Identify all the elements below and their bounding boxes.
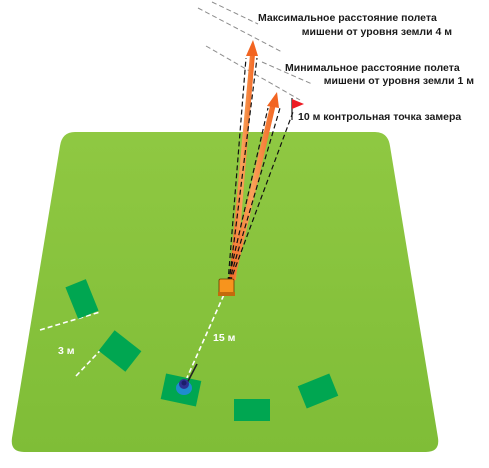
label-min-height-line1: Минимальное расстояние полета — [285, 62, 460, 74]
max-flight-arrow — [229, 40, 258, 282]
flight-path-lines — [227, 57, 294, 283]
label-max-height-line1: Максимальное расстояние полета — [258, 12, 437, 24]
station-1 — [65, 279, 99, 319]
distance-line-3m-upper — [39, 311, 101, 331]
shooter-icon — [176, 363, 198, 395]
label-max-height-line2: мишени от уровня земли 4 м — [302, 26, 452, 38]
trap-machine-icon — [218, 278, 235, 296]
station-5 — [297, 373, 339, 409]
label-control-point: 10 м контрольная точка замера — [298, 111, 461, 123]
distance-line-15m — [185, 289, 227, 381]
min-height-reference-line — [205, 45, 301, 101]
label-min-height-line2: мишени от уровня земли 1 м — [324, 75, 474, 87]
station-4 — [234, 399, 270, 421]
min-height-leader-line — [261, 61, 313, 85]
station-2 — [98, 330, 142, 372]
label-distance-15m: 15 м — [213, 332, 236, 344]
min-flight-arrow — [228, 92, 279, 283]
red-flag-icon — [291, 98, 304, 120]
max-height-leader-line — [211, 1, 259, 25]
label-distance-3m: 3 м — [58, 345, 75, 357]
